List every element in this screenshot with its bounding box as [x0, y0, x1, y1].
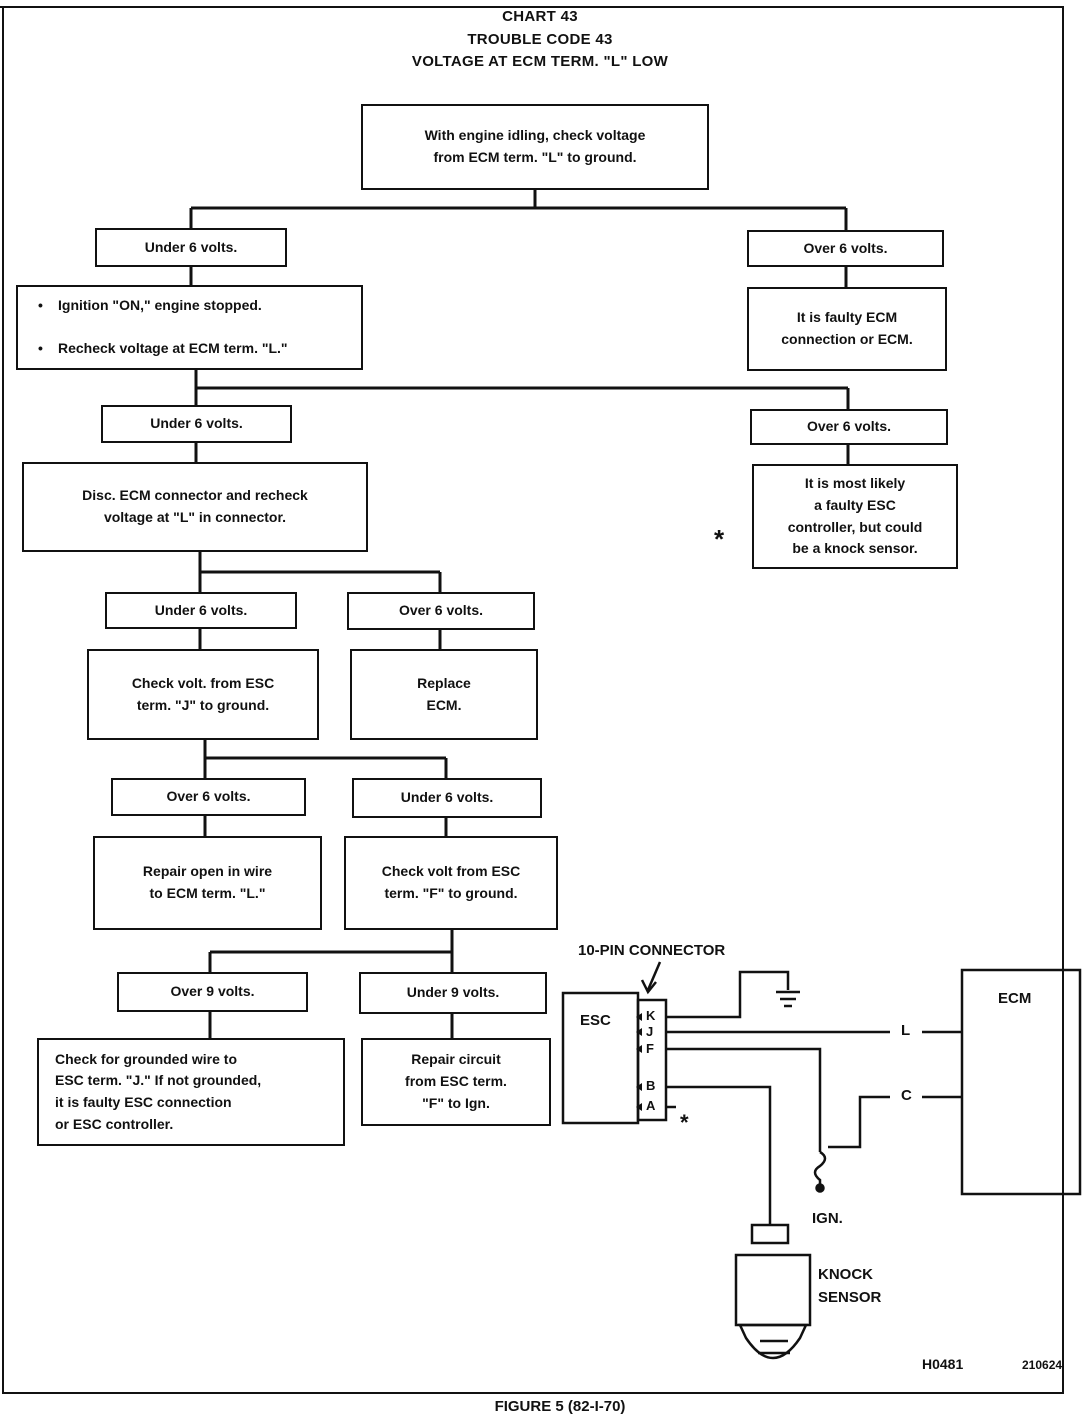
- ignition-steps-list: Ignition "ON," engine stopped. Recheck v…: [34, 273, 288, 381]
- check-esc-term-f-box: Check volt from ESC term. "F" to ground.: [344, 836, 558, 930]
- ecm-label: ECM: [998, 990, 1032, 1007]
- disconnect-ecm-box: Disc. ECM connector and recheck voltage …: [22, 462, 368, 552]
- replace-ecm-box: Replace ECM.: [350, 649, 538, 740]
- frame-border-left: [2, 6, 4, 1392]
- start-check-voltage-box: With engine idling, check voltage from E…: [361, 104, 709, 190]
- under-6-volts-box: Under 6 volts.: [95, 228, 287, 267]
- over-6-volts-box: Over 6 volts.: [750, 409, 948, 445]
- knock-sensor-label-line1: KNOCK: [818, 1266, 873, 1283]
- ign-label: IGN.: [812, 1210, 843, 1227]
- chart-subtitle-description: VOLTAGE AT ECM TERM. "L" LOW: [411, 53, 669, 70]
- step-ignition-on: Ignition "ON," engine stopped.: [38, 295, 288, 317]
- under-6-volts-box: Under 6 volts.: [101, 405, 292, 443]
- pin-k-label: K: [646, 1008, 656, 1023]
- over-9-volts-box: Over 9 volts.: [117, 972, 308, 1012]
- under-6-volts-box: Under 6 volts.: [105, 592, 297, 629]
- asterisk-marker: *: [714, 524, 725, 554]
- chart-title: CHART 43: [502, 8, 578, 25]
- figure-number: 210624: [1022, 1358, 1063, 1372]
- faulty-ecm-box: It is faulty ECM connection or ECM.: [747, 287, 947, 371]
- step-recheck-voltage: Recheck voltage at ECM term. "L.": [38, 338, 288, 360]
- over-6-volts-box: Over 6 volts.: [747, 230, 944, 267]
- connector-label: 10-PIN CONNECTOR: [578, 942, 726, 959]
- frame-border-bottom: [2, 1392, 1064, 1394]
- esc-label: ESC: [580, 1012, 611, 1029]
- asterisk-marker: *: [680, 1110, 689, 1135]
- pin-f-label: F: [646, 1041, 654, 1056]
- repair-circuit-box: Repair circuit from ESC term. "F" to Ign…: [361, 1038, 551, 1126]
- repair-open-wire-box: Repair open in wire to ECM term. "L.": [93, 836, 322, 930]
- figure-caption: FIGURE 5 (82-I-70): [494, 1398, 626, 1415]
- wire-c-label: C: [901, 1087, 912, 1104]
- frame-border-right: [1062, 6, 1064, 1392]
- knock-sensor-label-line2: SENSOR: [818, 1289, 882, 1306]
- over-6-volts-box: Over 6 volts.: [111, 778, 306, 816]
- pin-a-label: A: [646, 1098, 656, 1113]
- under-9-volts-box: Under 9 volts.: [359, 972, 547, 1014]
- check-grounded-wire-box: Check for grounded wire to ESC term. "J.…: [37, 1038, 345, 1146]
- check-esc-term-j-box: Check volt. from ESC term. "J" to ground…: [87, 649, 319, 740]
- ignition-on-recheck-box: Ignition "ON," engine stopped. Recheck v…: [16, 285, 363, 370]
- pin-j-label: J: [646, 1024, 654, 1039]
- part-code: H0481: [922, 1356, 964, 1372]
- chart-subtitle-code: TROUBLE CODE 43: [467, 31, 613, 48]
- frame-border-top: [0, 6, 1064, 8]
- wire-l-label: L: [901, 1022, 911, 1039]
- pin-b-label: B: [646, 1078, 656, 1093]
- over-6-volts-box: Over 6 volts.: [347, 592, 535, 630]
- under-6-volts-box: Under 6 volts.: [352, 778, 542, 818]
- faulty-esc-controller-box: It is most likely a faulty ESC controlle…: [752, 464, 958, 569]
